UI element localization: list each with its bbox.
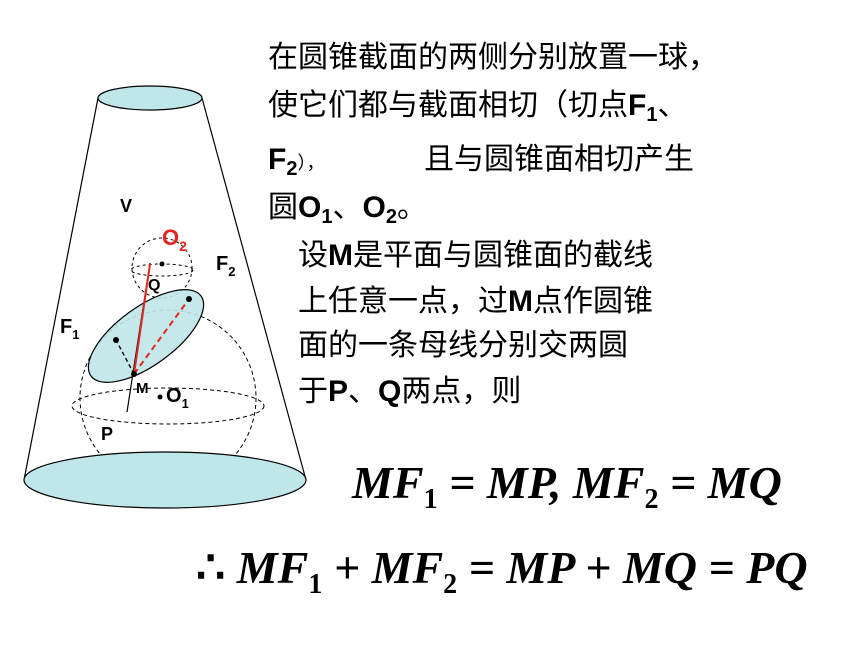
cone-section-diagram: V O2 F2 Q F1 M O1 P [23,85,307,509]
label-f1: F1 [60,316,79,342]
text-p2-line1: 设M是平面与圆锥面的截线 [298,238,653,273]
segment-mq-red [133,263,151,375]
point-o2 [159,261,165,267]
text-p1-line3: F2）， [268,143,325,180]
point-m [131,371,137,377]
point-o1 [157,394,163,400]
label-v: V [120,196,132,216]
label-p: P [101,424,113,444]
label-o2: O2 [162,225,187,254]
cone-right-generator [201,97,307,481]
label-q: Q [148,277,160,294]
formula-equalities: MF1 = MP, MF2 = MQ [352,457,782,515]
cone-left-generator [23,97,99,481]
label-f2: F2 [216,253,235,279]
text-p1-line4: 圆O1、O2。 [268,190,427,228]
label-o1: O1 [166,385,189,411]
text-p1-line2: 使它们都与截面相切（切点F1、 [268,88,688,126]
text-p1-line1: 在圆锥截面的两侧分别放置一球， [268,40,718,75]
upper-cone-base [97,85,203,111]
text-p1-line3-right: 且与圆锥面相切产生 [424,142,694,177]
large-contact-circle [71,387,265,425]
label-m: M [136,380,149,397]
point-f2 [186,296,192,302]
lower-cone-base [23,451,307,509]
section-ellipse [87,289,205,383]
segment-mf2-red [133,298,190,375]
formula-sum: ∴ MF1 + MF2 = MP + MQ = PQ [196,542,808,600]
point-f1 [113,337,119,343]
text-p2-line3: 面的一条母线分别交两圆 [298,328,628,363]
text-p2-line2: 上任意一点，过M点作圆锥 [298,284,653,319]
text-p2-line4: 于P、Q两点，则 [298,374,522,409]
